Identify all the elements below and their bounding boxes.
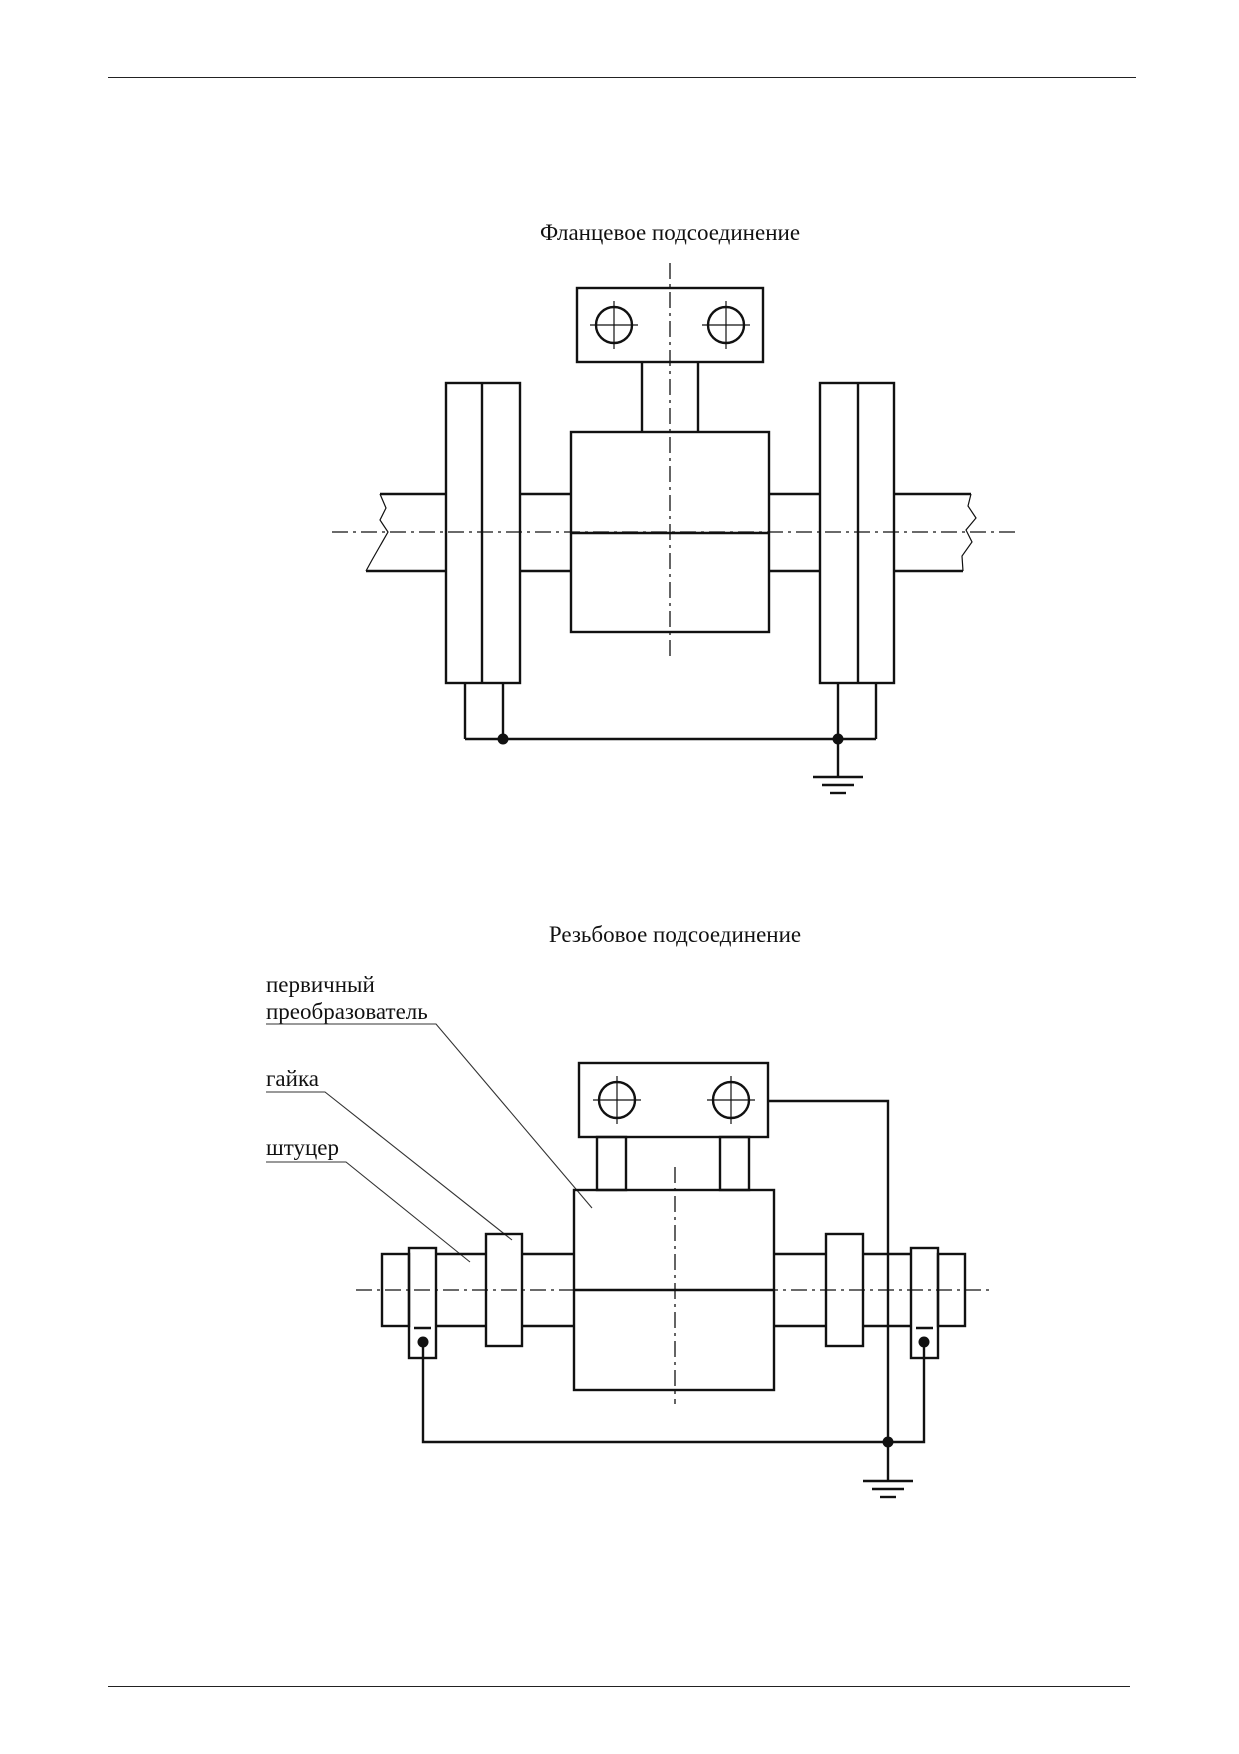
flange-junction-dot (497, 733, 509, 745)
flange-connection-diagram: Фланцевое подсоединение (332, 220, 1018, 795)
terminal-crosshair-icon (702, 301, 750, 349)
flange-caption: Фланцевое подсоединение (540, 220, 800, 245)
label-fitting: штуцер (266, 1135, 339, 1160)
flange-terminal-box (575, 286, 765, 364)
flange-pipe-right (894, 492, 977, 573)
flange-right (818, 381, 896, 685)
leader-fitting (266, 1161, 471, 1263)
flange-ground-lug-right (836, 683, 878, 739)
page-rule-bottom (108, 1686, 1130, 1687)
ground-icon (863, 1479, 913, 1499)
threaded-neck (595, 1135, 751, 1192)
leader-nut (266, 1091, 513, 1241)
threaded-junction-dot (882, 1436, 894, 1448)
flange-pipe-inner-right (769, 492, 820, 573)
flange-pipe-inner-left (520, 492, 571, 573)
flange-left (444, 381, 522, 685)
label-primary-transducer-line2: преобразователь (266, 999, 428, 1024)
label-primary-transducer-line1: первичный (266, 972, 375, 997)
threaded-ground-wiring (421, 1099, 926, 1480)
leader-primary-transducer (266, 1023, 593, 1209)
threaded-caption: Резьбовое подсоединение (549, 922, 801, 947)
flange-pipe-left (365, 492, 446, 573)
threaded-terminal-box (577, 1061, 770, 1139)
flange-neck (640, 362, 700, 432)
threaded-connection-diagram: Резьбовое подсоединение первичный преобр… (266, 922, 990, 1499)
ground-icon (813, 739, 863, 795)
terminal-crosshair-icon (707, 1076, 755, 1124)
terminal-crosshair-icon (593, 1076, 641, 1124)
flange-ground-lug-left (463, 683, 505, 739)
label-nut: гайка (266, 1066, 319, 1091)
terminal-crosshair-icon (590, 301, 638, 349)
page-rule-top (108, 77, 1136, 78)
